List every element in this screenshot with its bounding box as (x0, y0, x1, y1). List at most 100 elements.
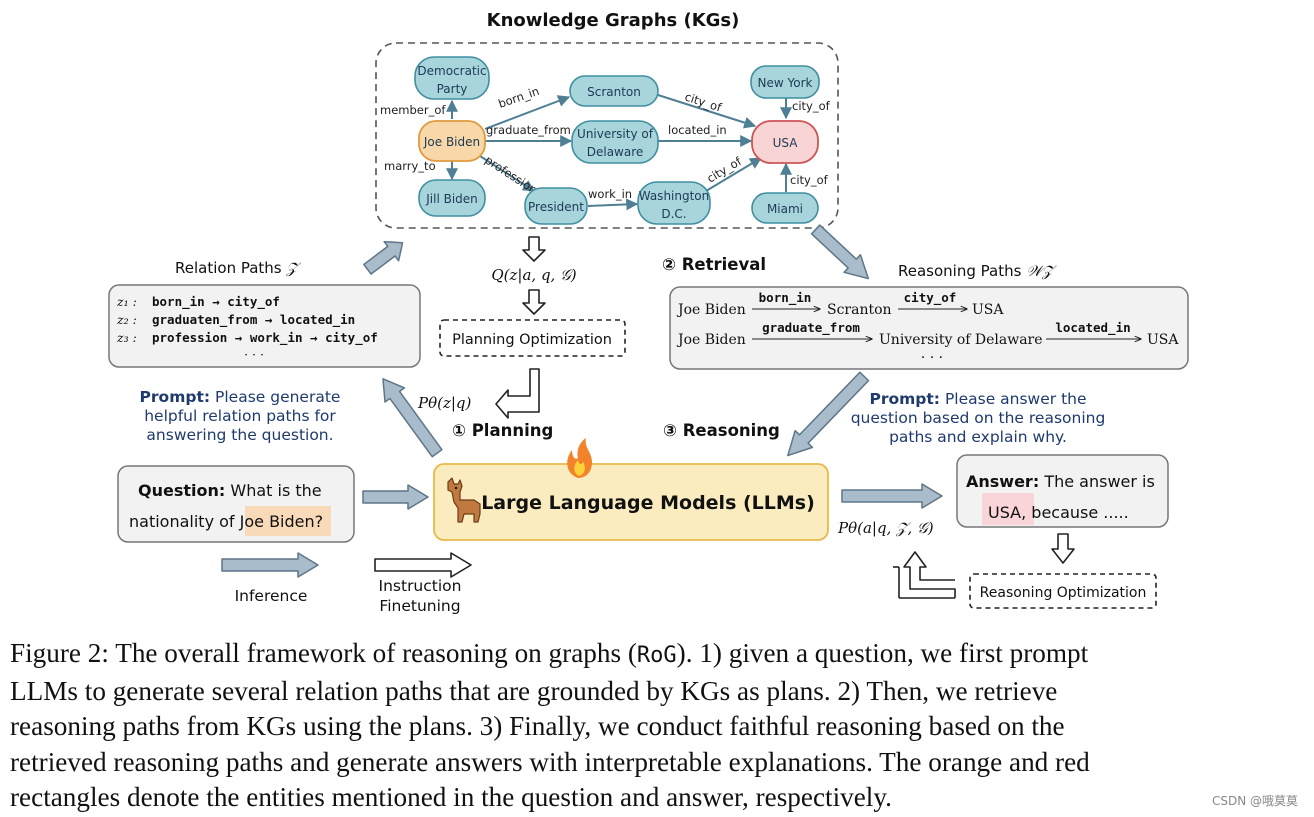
legend-inference-arrow (221, 552, 319, 578)
edge-label-city-of-new-york: city_of (792, 99, 831, 113)
svg-text:Miami: Miami (767, 202, 803, 216)
reasoning-optimization-box (969, 573, 1157, 609)
planning-optimization-box (439, 319, 626, 357)
edge-label-born-in: born_in (496, 84, 541, 111)
arrow-q-to-planning-opt (522, 289, 546, 315)
legend-instruction-arrow (374, 552, 472, 578)
edge-label-city-of-miami: city_of (790, 173, 829, 187)
reasoning-path-2-end: USA (1147, 332, 1179, 348)
planning-optimization-label: Planning Optimization (452, 332, 612, 348)
edge-label-marry-to: marry_to (384, 159, 436, 173)
reasoning-optimization-label: Reasoning Optimization (980, 585, 1147, 601)
svg-text:New York: New York (758, 76, 813, 90)
p-planning-formula: Pθ(z|q) (417, 394, 472, 412)
relation-path-2: graduaten_from → located_in (152, 312, 355, 328)
node-scranton: Scranton (569, 75, 659, 107)
reasoning-path-2-mid: University of Delaware (879, 332, 1043, 348)
arrow-reasoning-feedback (903, 551, 956, 598)
edge-work-in (587, 198, 639, 211)
reasoning-path-1-rel2: city_of (904, 290, 957, 306)
caption-line-2: LLMs to generate several relation paths … (10, 675, 1058, 706)
prompt-planning-line-3: answering the question. (146, 426, 333, 444)
arrow-question-to-llm (362, 484, 429, 510)
svg-text:Scranton: Scranton (587, 85, 641, 99)
arrow-kg-to-q (522, 236, 546, 262)
reasoning-path-2-rel2: located_in (1055, 320, 1130, 336)
relation-paths-title: Relation Paths 𝒵 (175, 259, 301, 277)
answer-entity-highlight (982, 493, 1034, 525)
svg-text:Jill Biden: Jill Biden (425, 192, 478, 206)
kg-container (375, 42, 839, 229)
llm-box (433, 463, 829, 541)
reasoning-path-2-start: Joe Biden (676, 332, 746, 348)
node-joe-biden: Joe Biden (418, 120, 486, 162)
legend-inference-label: Inference (235, 587, 308, 605)
reasoning-step-label: ③ Reasoning (663, 421, 780, 440)
reasoning-path-1-end: USA (972, 302, 1004, 318)
node-miami: Miami (751, 192, 819, 224)
llm-label: Large Language Models (LLMs) (481, 492, 815, 514)
arrow-relation-to-kg (363, 240, 404, 275)
prompt-reasoning-line-3: paths and explain why. (889, 428, 1067, 446)
prompt-planning-line-1: Prompt: Please generate (140, 388, 341, 406)
relation-path-label-2: z₂ : (116, 312, 137, 327)
edge-born-in (484, 95, 571, 130)
edge-label-city-of-scranton: city_of (683, 90, 724, 115)
p-reasoning-formula: Pθ(a|q, 𝒵, 𝒢) (837, 519, 934, 537)
caption-rog-abbrev: RoG (636, 643, 677, 668)
relation-path-label-1: z₁ : (116, 294, 137, 309)
node-usa: USA (751, 120, 819, 164)
svg-text:D.C.: D.C. (661, 207, 686, 221)
reasoning-paths-box (669, 286, 1189, 370)
reasoning-paths-ellipsis: · · · (921, 350, 943, 366)
relation-paths-box (108, 284, 421, 368)
prompt-planning-line-2: helpful relation paths for (144, 407, 336, 425)
question-line-2: nationality of Joe Biden? (129, 512, 323, 531)
arrow-kg-to-reasoning (810, 224, 870, 280)
arrow-paths-to-llm (787, 371, 870, 457)
reasoning-path-2-rel1: graduate_from (762, 320, 860, 336)
arrow-llm-to-prompt (382, 378, 443, 458)
edge-profession (479, 155, 536, 192)
arrow-planning-feedback (495, 368, 540, 419)
legend-instruction-line-2: Finetuning (379, 597, 460, 615)
node-jill-biden: Jill Biden (418, 179, 486, 217)
node-democratic-party: Democratic Party (414, 56, 490, 100)
svg-text:USA: USA (773, 136, 799, 150)
llama-icon (447, 477, 481, 523)
reasoning-path-1-start: Joe Biden (676, 302, 746, 318)
svg-text:University of: University of (577, 127, 654, 141)
edge-city-of-scranton (657, 94, 757, 129)
planning-step-label: ① Planning (452, 421, 553, 440)
relation-path-label-3: z₃ : (116, 330, 137, 345)
arrow-llm-to-answer (841, 483, 943, 509)
svg-text:Democratic: Democratic (417, 64, 486, 78)
node-new-york: New York (750, 65, 820, 99)
caption-line-3: reasoning paths from KGs using the plans… (10, 711, 1065, 741)
svg-text:Party: Party (437, 82, 468, 96)
prompt-reasoning-line-1: Prompt: Please answer the (869, 390, 1086, 408)
svg-text:Joe Biden: Joe Biden (423, 135, 480, 149)
edge-label-work-in: work_in (588, 187, 632, 201)
question-entity-highlight (245, 506, 331, 536)
svg-text:Delaware: Delaware (587, 145, 644, 159)
fire-icon (567, 438, 592, 478)
relation-path-1: born_in → city_of (152, 294, 280, 310)
arrow-answer-to-reasoning-opt (1051, 533, 1075, 564)
svg-text:Washington: Washington (639, 189, 710, 203)
prompt-reasoning-line-2: question based on the reasoning (851, 409, 1106, 427)
framework-diagram: Knowledge Graphs (KGs) member_of born_in… (108, 10, 1189, 615)
question-line-1: Question: What is the (138, 481, 322, 500)
retrieval-step-label: ② Retrieval (662, 255, 766, 274)
caption-line-4: retrieved reasoning paths and generate a… (10, 746, 1090, 777)
answer-line-1: Answer: The answer is (966, 472, 1155, 491)
node-university-of-delaware: University of Delaware (571, 120, 659, 164)
answer-line-2: USA, because ..... (988, 503, 1129, 522)
edge-city-of-washington (705, 157, 763, 192)
kg-title: Knowledge Graphs (KGs) (487, 10, 740, 31)
framework-svg: Knowledge Graphs (KGs) member_of born_in… (108, 10, 1189, 615)
watermark: CSDN @哦莫莫 (1211, 794, 1298, 808)
legend-instruction-line-1: Instruction (379, 577, 462, 595)
reasoning-path-1-rel1: born_in (759, 290, 812, 306)
node-president: President (524, 187, 588, 225)
